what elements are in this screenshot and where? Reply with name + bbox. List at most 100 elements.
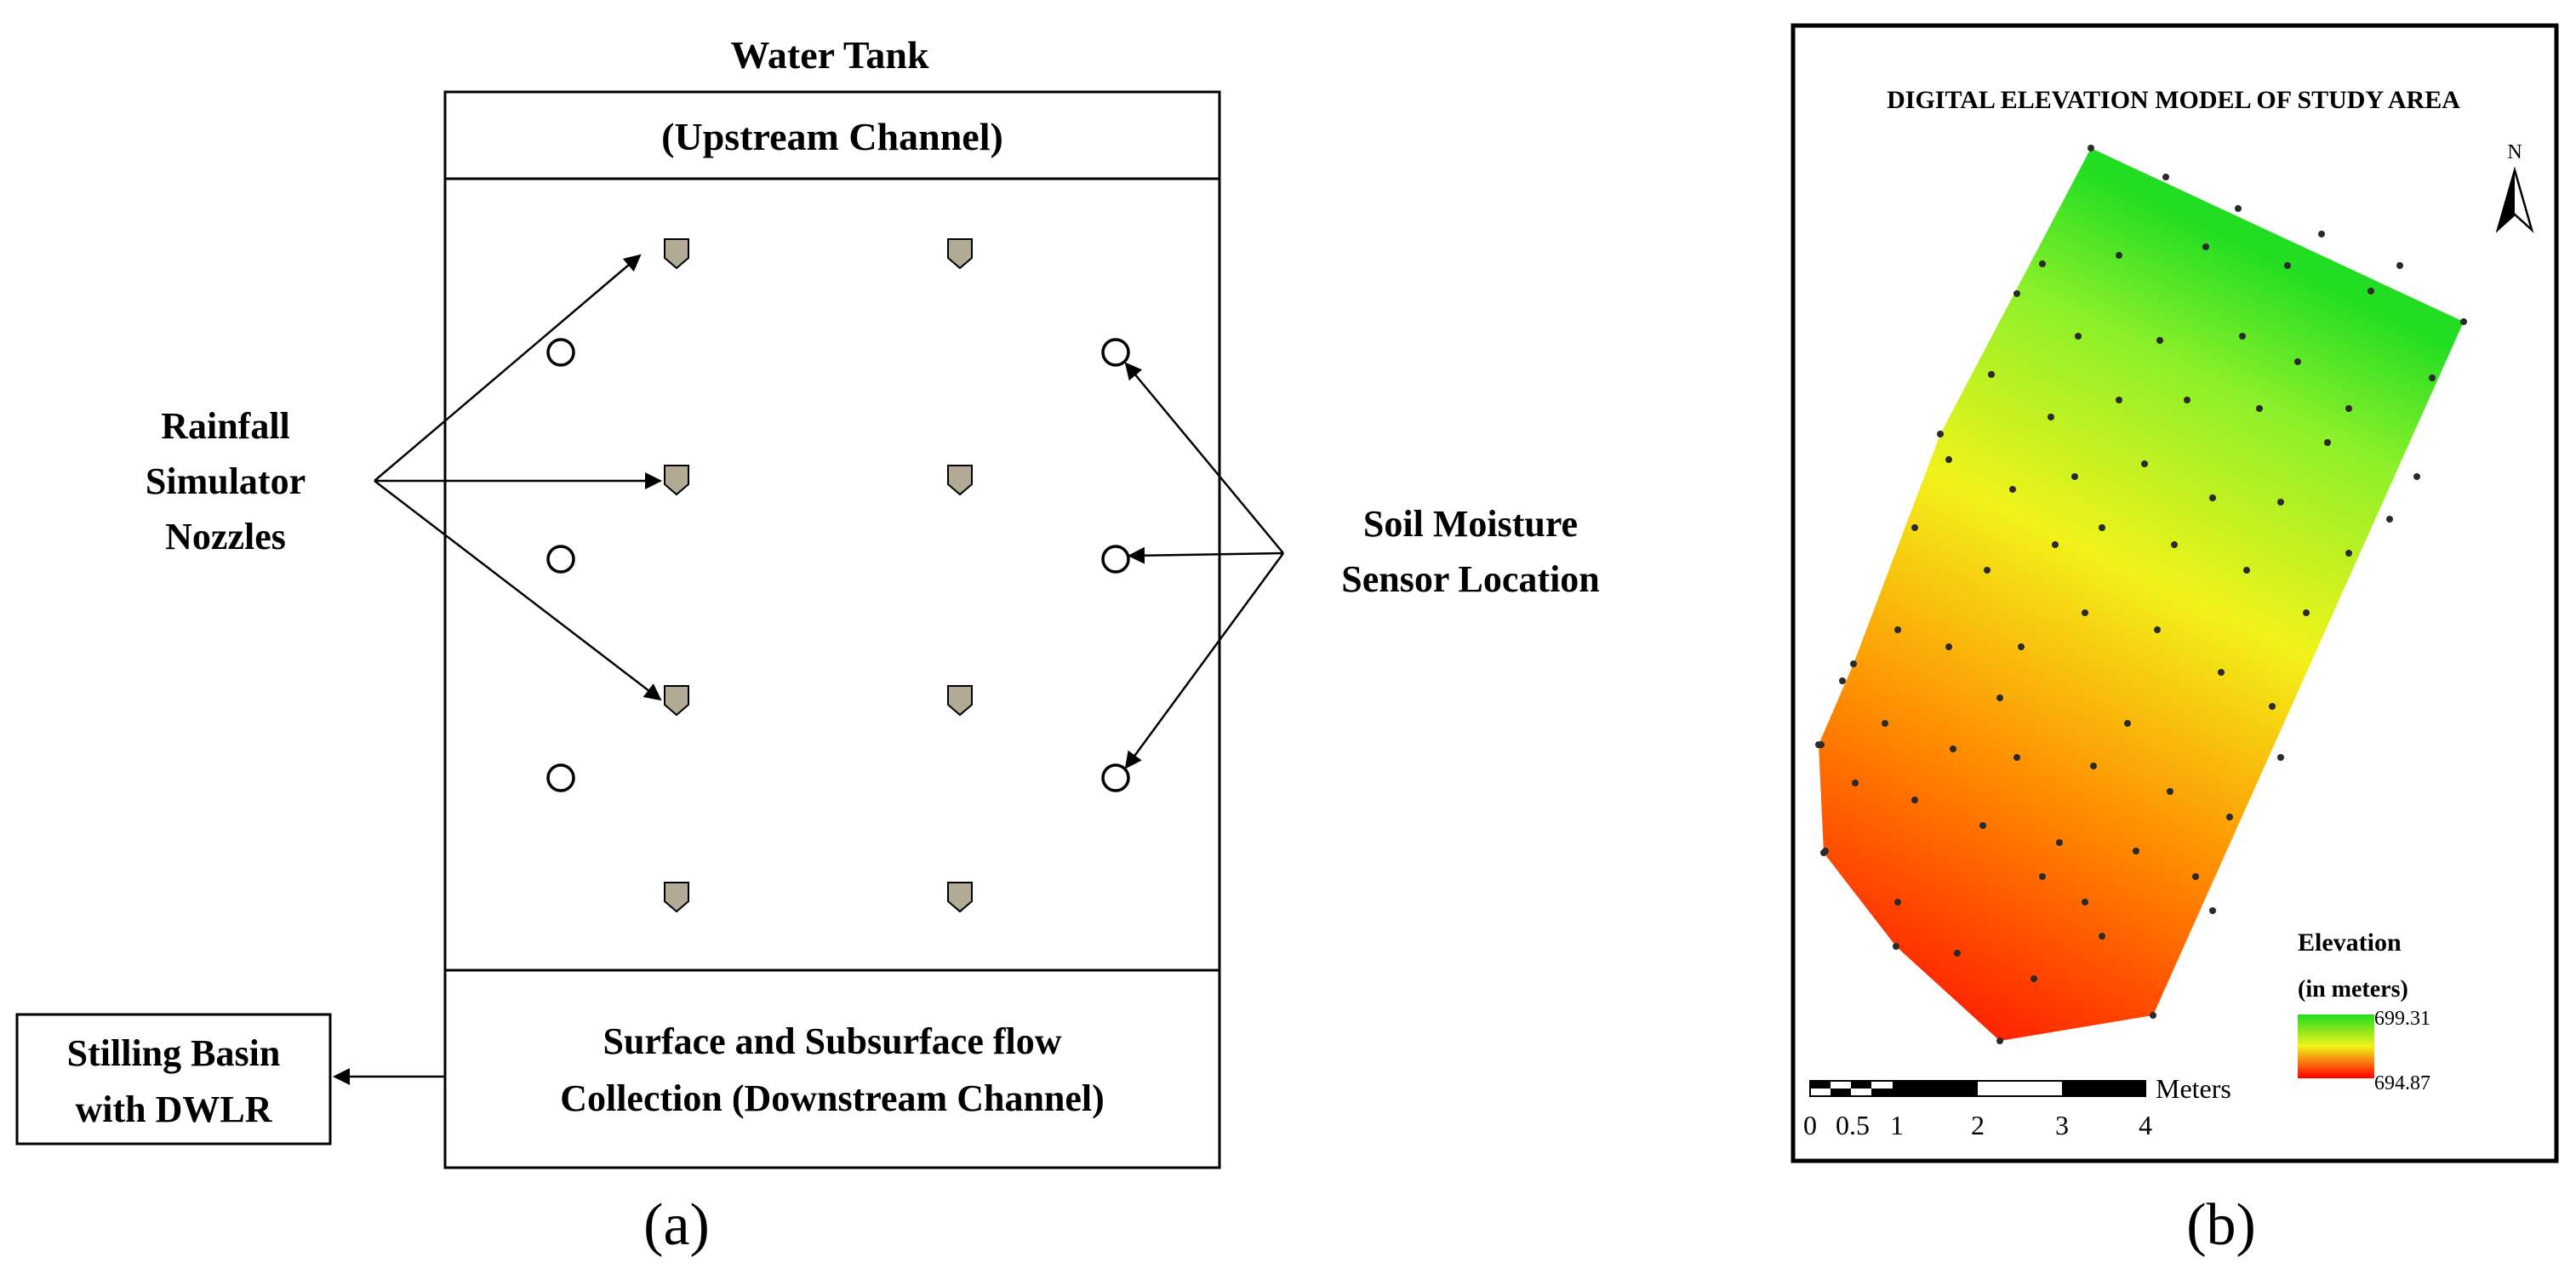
nozzle-icon xyxy=(664,882,689,913)
sensor-icon xyxy=(546,545,575,574)
upstream-channel-label: (Upstream Channel) xyxy=(661,115,1003,158)
sample-point xyxy=(2013,290,2020,297)
sample-point xyxy=(2009,486,2016,493)
sensor-icon xyxy=(1101,338,1130,367)
map-title: DIGITAL ELEVATION MODEL OF STUDY AREA xyxy=(1887,86,2460,114)
sample-point xyxy=(2218,669,2225,676)
soil-label-line1: Soil Moisture xyxy=(1363,503,1578,545)
rainfall-nozzles xyxy=(664,238,973,913)
sample-point xyxy=(1996,694,2003,701)
sample-point xyxy=(2099,933,2105,940)
elevation-sample-points xyxy=(1815,145,2467,1044)
sample-point xyxy=(2031,975,2037,982)
sample-point xyxy=(1820,849,1827,856)
sensor-icon xyxy=(546,338,575,367)
panel-b: DIGITAL ELEVATION MODEL OF STUDY AREA N … xyxy=(1791,23,2559,1258)
sample-point xyxy=(1954,950,1961,957)
sensor-icon xyxy=(546,763,575,792)
north-label: N xyxy=(2507,141,2522,163)
sensor-icon xyxy=(1101,545,1130,574)
scale-unit: Meters xyxy=(2156,1073,2231,1104)
downstream-label-line2: Collection (Downstream Channel) xyxy=(560,1077,1105,1119)
rainfall-arrow-top xyxy=(374,254,642,482)
stilling-label-line2: with DWLR xyxy=(75,1089,272,1130)
rainfall-label-line1: Rainfall xyxy=(161,405,290,447)
nozzle-icon xyxy=(947,238,973,270)
sample-point xyxy=(2013,754,2020,761)
stilling-basin-box xyxy=(15,1013,332,1146)
nozzle-icon xyxy=(947,685,973,717)
sample-point xyxy=(2167,788,2173,795)
dem-surface xyxy=(1819,148,2464,1041)
sample-point xyxy=(2277,754,2284,761)
scale-tick-0-5: 0.5 xyxy=(1836,1110,1870,1140)
sample-point xyxy=(2318,231,2325,237)
sample-point xyxy=(2116,252,2122,259)
sample-point xyxy=(2133,848,2139,854)
sample-point xyxy=(2018,643,2025,650)
sample-point xyxy=(2088,145,2094,151)
sample-point xyxy=(1882,720,1888,727)
plot-area-box xyxy=(443,177,1221,972)
legend-max-value: 699.31 xyxy=(2374,1008,2430,1030)
sample-point xyxy=(1996,1037,2003,1044)
soil-arrow-top xyxy=(1124,362,1284,554)
scale-tick-0: 0 xyxy=(1803,1110,1817,1140)
sample-point xyxy=(1815,741,1822,748)
sample-point xyxy=(2324,439,2331,446)
sample-point xyxy=(2156,337,2163,344)
sample-point xyxy=(2235,205,2242,212)
soil-label-line2: Sensor Location xyxy=(1341,558,1600,600)
sample-point xyxy=(2368,288,2374,294)
sample-point xyxy=(1850,660,1857,667)
sample-point xyxy=(2099,524,2105,531)
downstream-label-line1: Surface and Subsurface flow xyxy=(603,1020,1061,1062)
sample-point xyxy=(2124,720,2131,727)
sample-point xyxy=(1852,780,1859,786)
sample-point xyxy=(1945,643,1952,650)
sample-point xyxy=(1979,822,1986,829)
sample-point xyxy=(1911,797,1918,803)
sample-point xyxy=(2429,374,2436,381)
sample-point xyxy=(2052,541,2059,548)
legend-color-ramp xyxy=(2298,1014,2374,1078)
legend-subtitle: (in meters) xyxy=(2298,976,2408,1003)
sample-point xyxy=(2277,499,2284,506)
sample-point xyxy=(1839,677,1846,684)
sample-point xyxy=(2269,703,2276,710)
sample-point xyxy=(2150,1012,2156,1019)
sample-point xyxy=(2345,550,2352,557)
soil-arrow-bottom xyxy=(1124,552,1285,769)
sample-point xyxy=(2171,541,2178,548)
sample-point xyxy=(2056,839,2063,846)
sample-point xyxy=(2396,262,2403,269)
sample-point xyxy=(1937,431,1944,437)
sample-point xyxy=(2460,318,2467,325)
sample-point xyxy=(2141,460,2148,467)
sample-point xyxy=(2048,414,2054,420)
nozzle-icon xyxy=(664,685,689,717)
nozzle-icon xyxy=(664,238,689,270)
sample-point xyxy=(2243,567,2250,574)
legend-title: Elevation xyxy=(2298,929,2402,957)
sample-point xyxy=(2082,899,2088,906)
rainfall-label-line3: Nozzles xyxy=(165,516,286,557)
water-tank-label: Water Tank xyxy=(730,33,928,77)
sample-point xyxy=(2039,260,2046,267)
nozzle-icon xyxy=(947,882,973,913)
soil-moisture-sensors xyxy=(546,338,1130,792)
sample-point xyxy=(2162,174,2169,180)
sample-point xyxy=(2209,494,2216,501)
panel-a-caption: (a) xyxy=(643,1192,710,1258)
nozzle-icon xyxy=(947,465,973,496)
scale-tick-3: 3 xyxy=(2055,1110,2069,1140)
panel-a: Water Tank (Upstream Channel) Surface an… xyxy=(15,33,1600,1258)
sample-point xyxy=(2386,516,2393,523)
sample-point xyxy=(2284,262,2291,269)
scale-tick-1: 1 xyxy=(1890,1110,1904,1140)
sample-point xyxy=(2071,473,2078,480)
sample-point xyxy=(2345,405,2352,412)
sample-point xyxy=(2256,405,2263,412)
rainfall-label-line2: Simulator xyxy=(146,460,306,502)
